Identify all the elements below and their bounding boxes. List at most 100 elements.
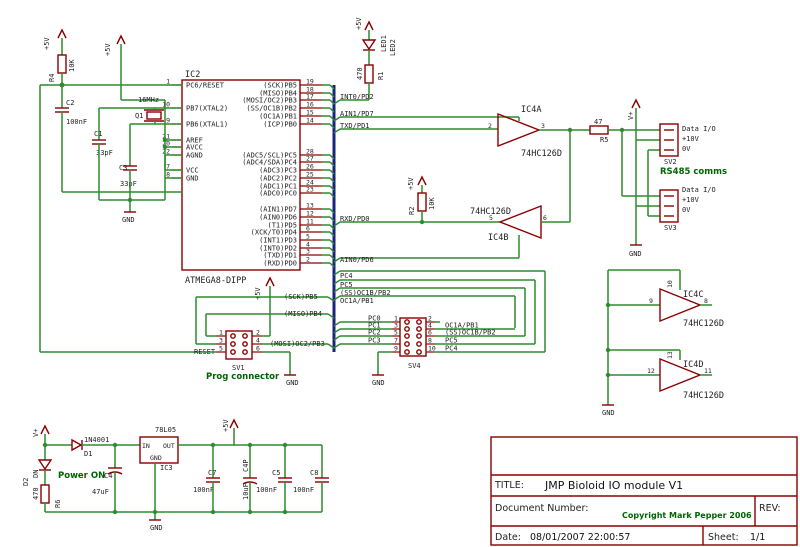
c3-value: 33pF [120,180,137,188]
sv1-supply-label: +5V [254,287,262,300]
sv4-right-label: PC5 [445,337,458,345]
ic2-left-pin-number: 8 [166,171,170,179]
ic2-right-pin-number: 24 [306,179,314,187]
sv3-header [659,189,679,223]
net-sck: (SCK)PB5 [284,293,318,301]
power-on-label: Power ON [58,471,105,481]
c3-name: C3 [119,164,127,172]
r4-supply-label: +5V [43,37,51,50]
net-mosi: (MOSI)OC2/PB3 [270,340,325,348]
copyright-text: Copyright Mark Pepper 2006 [622,511,752,520]
gnd-label-sv: GND [629,250,642,258]
r1-name: R1 [377,72,385,80]
supply-arrow-ic2 [116,34,126,45]
sv1-name: SV1 [232,364,245,372]
bus-entry [329,208,335,214]
ic2-left-pin-number: 7 [166,163,170,171]
svg-text:GND: GND [150,454,162,462]
c8-value: 100nF [293,486,314,494]
sv4-pin [416,333,422,339]
gnd-label-ic4: GND [602,409,615,417]
svg-text:5: 5 [489,214,493,222]
ic2-right-pin-label: (OC1A)PB1 [259,113,297,121]
svg-text:2: 2 [488,122,492,130]
r2-value: 10K [428,197,436,210]
svg-text:11: 11 [704,367,712,375]
document-number-label: Document Number: [495,503,588,514]
sv4-left-label: PC0 [368,315,381,323]
sv-supply-label: V+ [627,112,635,120]
ic2-right-pin-label: (ADC5/SCL)PC5 [242,152,297,160]
net-ain0: AIN0/PD6 [340,256,374,264]
r5-resistor [589,125,609,135]
sv4-left-label: PC1 [368,322,381,330]
sv2-header [659,123,679,157]
sheet-value: 1/1 [750,532,765,543]
sv3-line3: 0V [682,206,691,214]
ic2-left-pin-label: AREF [186,137,203,145]
bus-entry [329,92,335,98]
title-block-frame [490,436,798,546]
ic3-regulator [139,436,179,464]
r4-resistor [57,54,67,74]
sv2-line3: 0V [682,145,691,153]
ic4c-triangle [659,287,702,323]
d2-value: DN [32,470,40,478]
bus-entry [329,115,335,121]
status-led-section: +5V LED1 LED2 470 R1 INT0/PD2 [333,17,397,105]
net-pc5: PC5 [340,281,353,289]
sv4-pin [404,333,410,339]
ic2-right-pin-label: (MISO)PB4 [259,90,297,98]
r5-name: R5 [600,136,608,144]
sv3-line1: Data I/O [682,186,716,194]
sv4-name: SV4 [408,362,421,370]
svg-text:12: 12 [647,367,655,375]
net-ss-oc1b: (SS)OC1B/PB2 [340,289,391,297]
signal-bus [322,84,336,352]
r2-resistor [417,192,427,212]
ic4c-name: IC4C [683,290,703,300]
ic2-right-pin-number: 12 [306,210,314,218]
d1-value: 1N4001 [84,436,109,444]
r4-name: R4 [48,74,56,82]
gnd-label-ic2: GND [122,216,135,224]
d1-name: D1 [84,450,92,458]
net-int0: INT0/PD2 [340,93,374,101]
led1-name: LED1 [380,35,388,52]
q1-value: 16MHz [138,96,159,104]
sv2-name: SV2 [664,158,677,166]
bus-entry [329,161,335,167]
ic2-right-pin-label: (AIN1)PD7 [259,206,297,214]
sv3-line2: +10V [682,196,700,204]
sheet-label: Sheet: [708,532,739,543]
r6-resistor [40,484,50,504]
ic2-right-pin-label: (ICP)PB0 [263,121,297,129]
net-txd: TXD/PD1 [340,122,370,130]
power-supply-section: V+ 1N4001 D1 DN D2 Power ON 470 R6 C4 47… [22,418,329,532]
ic2-left-pin-number: 10 [162,101,170,109]
sv3-name: SV3 [664,224,677,232]
sv4-pin-number: 3 [394,322,398,330]
sv1-pin-number: 5 [219,345,223,353]
ic2-left-pin-number: 9 [166,117,170,125]
led1-diode [361,39,377,51]
ic2-right-pin-number: 6 [306,225,310,233]
ic2-left-pin-label: PB6(XTAL1) [186,121,228,129]
sv1-pin-number: 6 [256,345,260,353]
ic2-right-pin-number: 11 [306,218,314,226]
ic2-right-pin-label: (ADC0)PC0 [259,190,297,198]
r1-value: 470 [356,67,364,80]
sv4-left-label: PC2 [368,329,381,337]
sv1-pin [230,341,236,347]
ic2-right-pin-label: (SS/OC1B)PB2 [246,105,297,113]
psu-vin-label: V+ [32,429,40,437]
c5-name: C5 [272,469,280,477]
rev-label: REV: [759,503,781,514]
sv4-right-label: OC1A/PB1 [445,322,479,330]
ic2-left-pin-label: VCC [186,167,199,175]
svg-text:6: 6 [543,214,547,222]
ic2-right-pin-label: (AIN0)PD6 [259,214,297,222]
net-ain1: AIN1/PD7 [340,110,374,118]
q1-crystal [146,111,162,120]
